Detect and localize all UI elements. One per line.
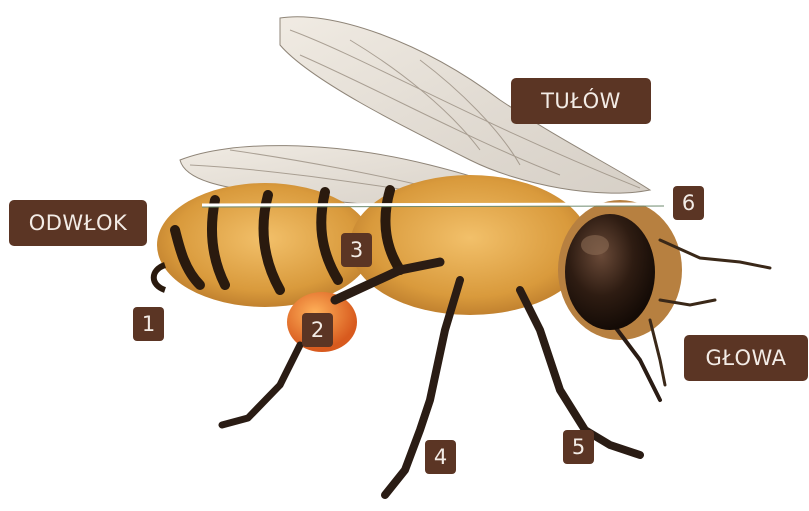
marker-1: 1: [133, 307, 164, 341]
label-abdomen: ODWŁOK: [9, 200, 147, 246]
marker-5: 5: [563, 430, 594, 464]
marker-4: 4: [425, 440, 456, 474]
label-head: GŁOWA: [684, 335, 808, 381]
marker-6: 6: [673, 186, 704, 220]
compound-eye: [565, 214, 655, 330]
hind-leg: [222, 345, 300, 425]
label-thorax: TUŁÓW: [511, 78, 651, 124]
body-divider-line: [202, 204, 664, 205]
marker-3: 3: [341, 233, 372, 267]
marker-2: 2: [302, 313, 333, 347]
